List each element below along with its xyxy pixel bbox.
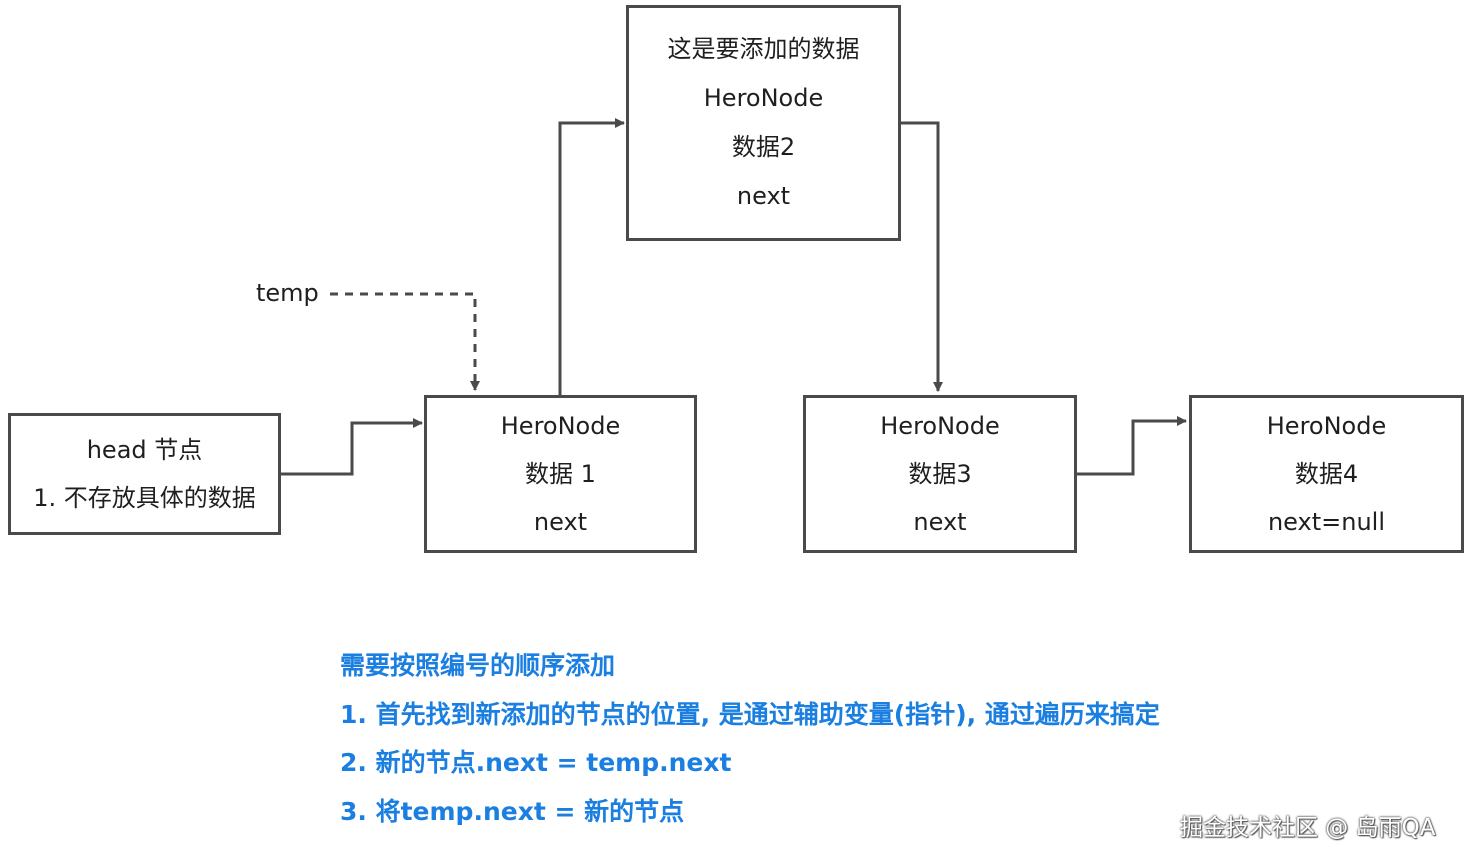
node-data-label: 数据3: [908, 460, 972, 488]
node-next-label: next: [736, 182, 791, 210]
new-node-caption: 这是要添加的数据: [667, 35, 860, 63]
node-data-label: 数据2: [731, 133, 796, 161]
node-type-label: HeroNode: [500, 412, 621, 440]
hero-node-4: HeroNode 数据4 next=null: [1189, 395, 1464, 553]
notes-heading: 需要按照编号的顺序添加: [340, 651, 616, 680]
node-data-label: 数据 1: [525, 460, 596, 488]
hero-node-3: HeroNode 数据3 next: [803, 395, 1077, 553]
new-hero-node: 这是要添加的数据 HeroNode 数据2 next: [626, 5, 901, 241]
arrow-new-node-to-node3: [899, 121, 943, 392]
node-type-label: HeroNode: [703, 84, 824, 112]
arrow-node3-to-node4: [1076, 416, 1187, 476]
note-step-3: 3. 将temp.next = 新的节点: [340, 796, 685, 826]
note-step-2: 2. 新的节点.next = temp.next: [340, 748, 732, 777]
arrow-node1-to-new-node: [558, 118, 625, 395]
node-type-label: HeroNode: [1266, 412, 1387, 440]
arrow-head-to-node1: [281, 418, 423, 476]
arrow-temp-pointer: [330, 292, 480, 391]
node-type-label: HeroNode: [880, 412, 1000, 440]
head-node-note: 1. 不存放具体的数据: [33, 484, 256, 512]
note-step-1: 1. 首先找到新添加的节点的位置, 是通过辅助变量(指针), 通过遍历来搞定: [340, 699, 1160, 729]
explanation-notes: 需要按照编号的顺序添加 1. 首先找到新添加的节点的位置, 是通过辅助变量(指针…: [340, 642, 1160, 836]
node-next-label: next: [533, 508, 588, 536]
hero-node-1: HeroNode 数据 1 next: [424, 395, 697, 553]
head-node: head 节点 1. 不存放具体的数据: [8, 413, 281, 535]
head-node-title: head 节点: [86, 436, 203, 464]
watermark: 掘金技术社区 @ 岛雨QA: [1180, 815, 1436, 841]
temp-pointer-label: temp: [256, 279, 319, 307]
node-next-label: next=null: [1267, 508, 1386, 536]
node-data-label: 数据4: [1294, 460, 1359, 488]
node-next-label: next: [913, 508, 967, 536]
